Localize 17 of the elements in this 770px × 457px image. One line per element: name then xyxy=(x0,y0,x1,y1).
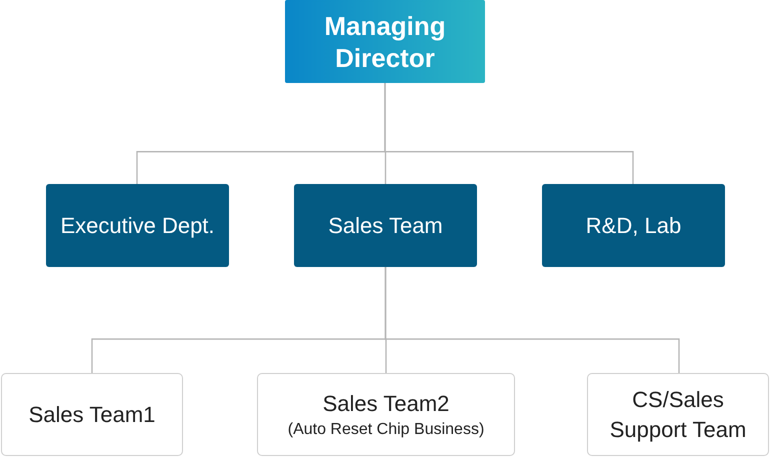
team-name: Sales Team2 xyxy=(322,390,450,418)
team-name: Sales Team xyxy=(328,212,443,238)
connector-line xyxy=(384,83,634,184)
team-box xyxy=(587,373,769,456)
team-name: Executive Dept. xyxy=(60,212,215,238)
team-name: Managing Director xyxy=(323,10,447,74)
department-box xyxy=(46,184,229,267)
director-box xyxy=(285,0,485,83)
department-box xyxy=(294,184,477,267)
connector-line xyxy=(384,267,680,373)
team-subtitle: (Auto Reset Chip Business) xyxy=(288,420,484,440)
department-box xyxy=(542,184,725,267)
team-name: R&D, Lab xyxy=(586,212,682,238)
team-box xyxy=(257,373,515,456)
team-name: Sales Team1 xyxy=(28,400,156,428)
team-name: CS/Sales Support Team xyxy=(608,386,748,444)
team-box xyxy=(1,373,183,456)
